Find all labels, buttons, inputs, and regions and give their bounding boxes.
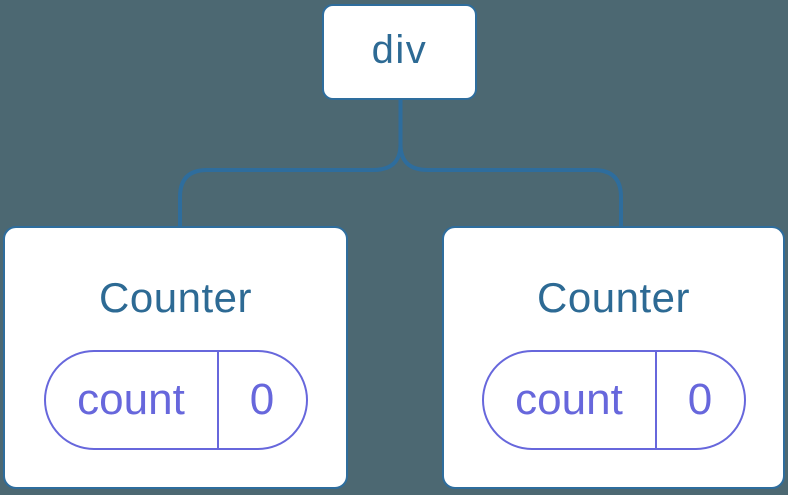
state-value-right: 0 [687,375,713,424]
state-pill-left: count 0 [43,350,308,450]
root-node-label: div [371,27,428,72]
state-key-left: count [46,352,219,448]
state-key-right: count [484,352,657,448]
connector-left-branch [178,143,403,228]
state-value-left: 0 [249,375,275,424]
counter-node-left: Counter count 0 [3,226,348,489]
counter-node-left-label: Counter [99,274,252,321]
connector-right-branch [398,143,623,228]
counter-node-right: Counter count 0 [442,226,785,489]
counter-node-right-label: Counter [537,274,690,321]
root-node-div: div [322,4,477,100]
state-pill-right: count 0 [481,350,746,450]
